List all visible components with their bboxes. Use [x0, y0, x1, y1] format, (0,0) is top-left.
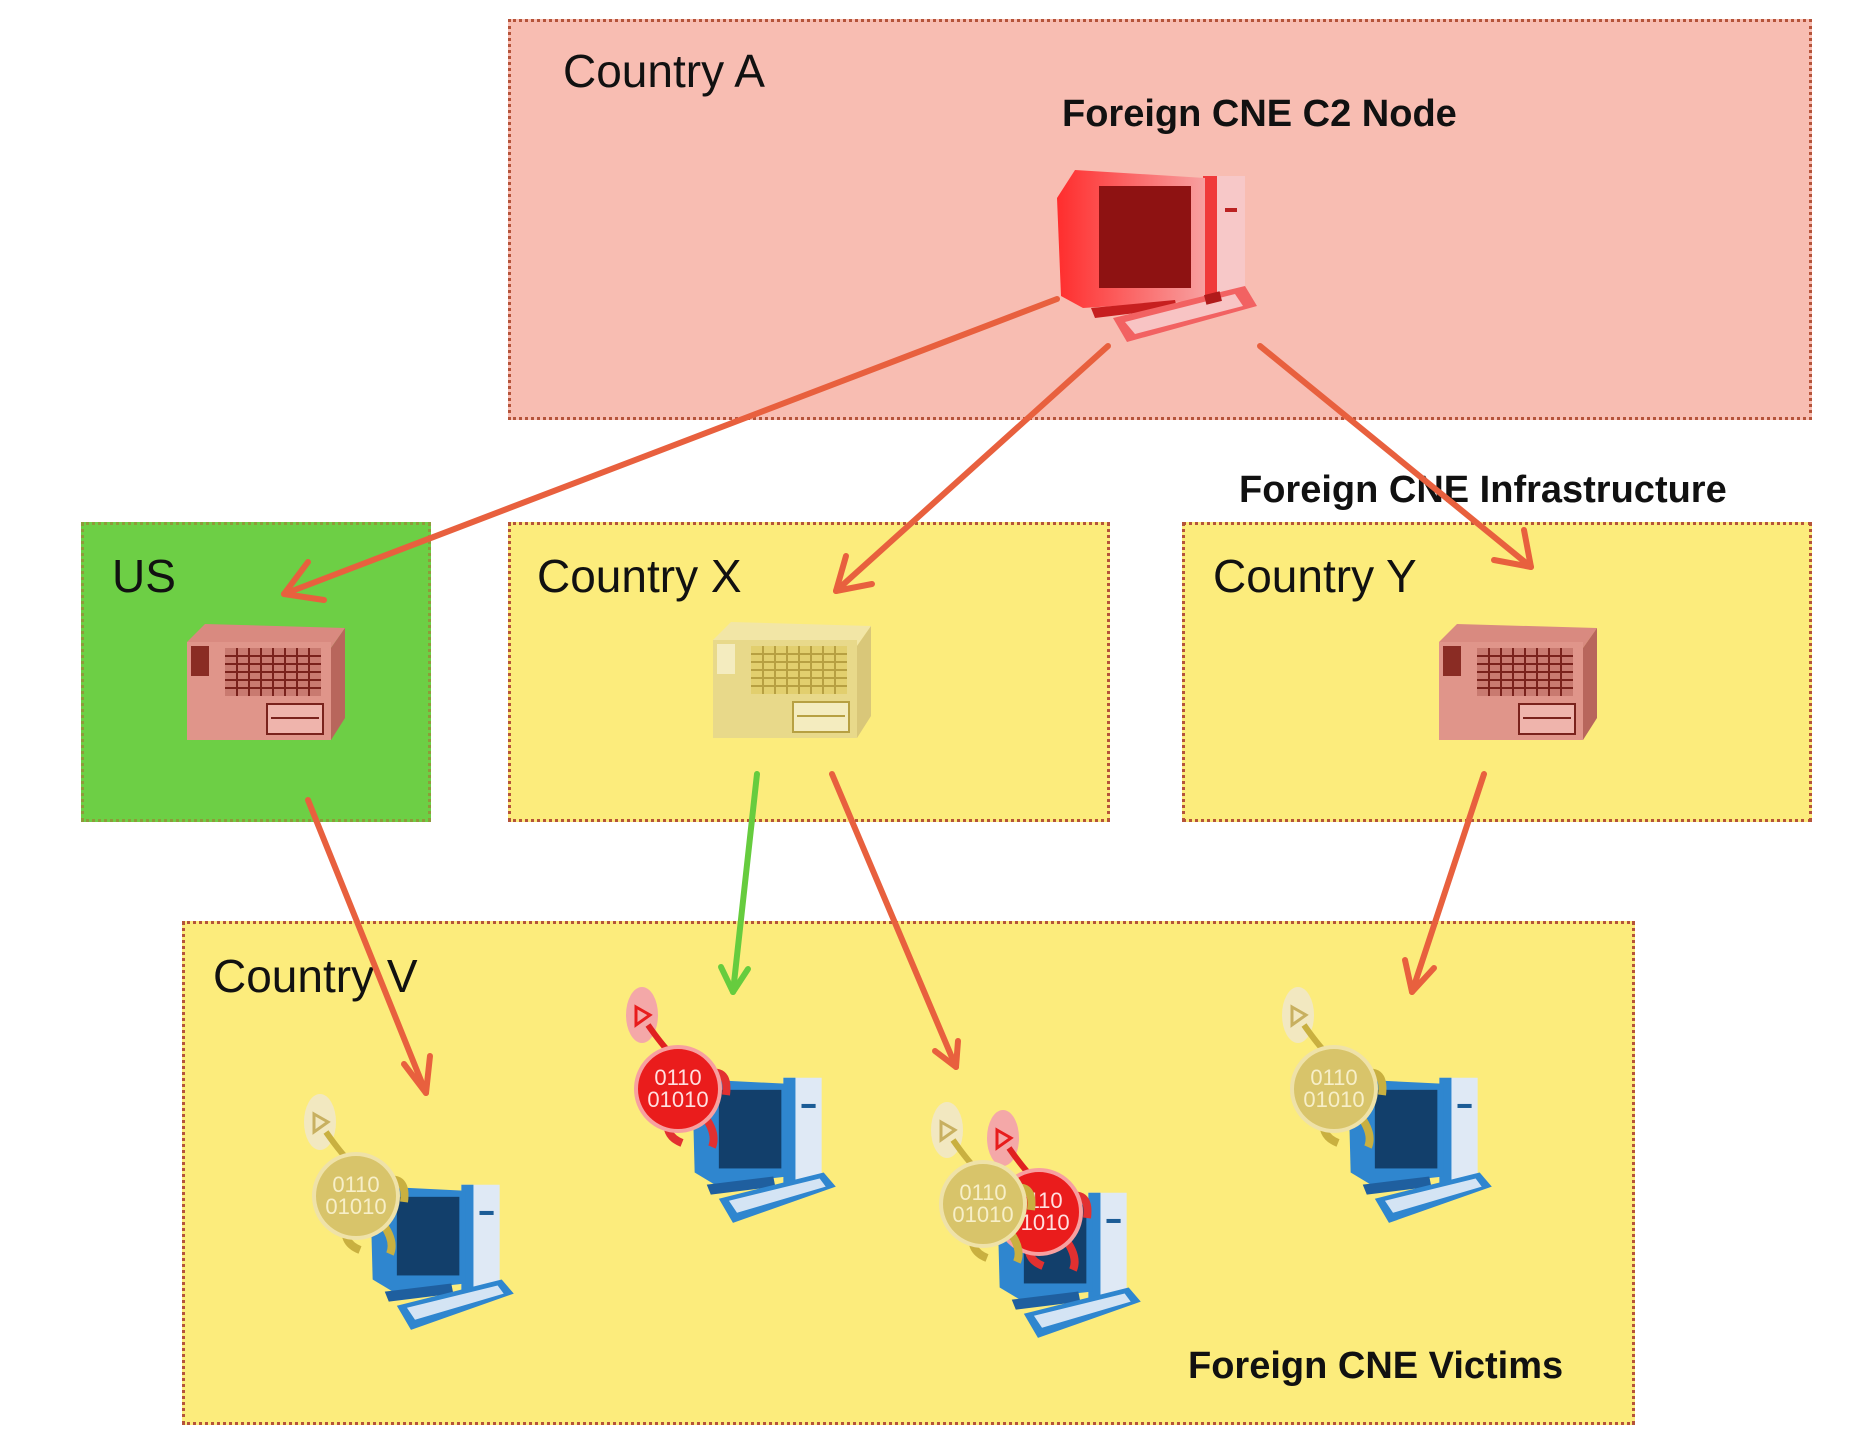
red-server-icon	[187, 624, 345, 740]
caption-infrastructure: Foreign CNE Infrastructure	[1239, 469, 1727, 511]
label-country-a: Country A	[563, 45, 765, 97]
gold-and-red-infected-computer-icon	[927, 1100, 1159, 1352]
label-country-v: Country V	[213, 950, 418, 1002]
caption-victims: Foreign CNE Victims	[1188, 1345, 1564, 1387]
gold-malware-bug-icon	[927, 1100, 1047, 1270]
red-malware-bug-icon	[622, 985, 742, 1155]
label-country-y: Country Y	[1213, 550, 1417, 602]
gold-server-icon	[713, 622, 871, 738]
red-server-icon	[1439, 624, 1597, 740]
red-desktop-computer-icon	[1057, 170, 1257, 342]
gold-malware-bug-icon	[1278, 985, 1398, 1155]
gold-malware-bug-icon	[300, 1092, 420, 1262]
label-country-x: Country X	[537, 550, 742, 602]
gold-infected-computer-icon	[300, 1092, 532, 1344]
caption-c2-node: Foreign CNE C2 Node	[1062, 93, 1457, 135]
label-us: US	[112, 550, 176, 602]
red-infected-computer-icon	[622, 985, 854, 1237]
gold-infected-computer-icon	[1278, 985, 1510, 1237]
